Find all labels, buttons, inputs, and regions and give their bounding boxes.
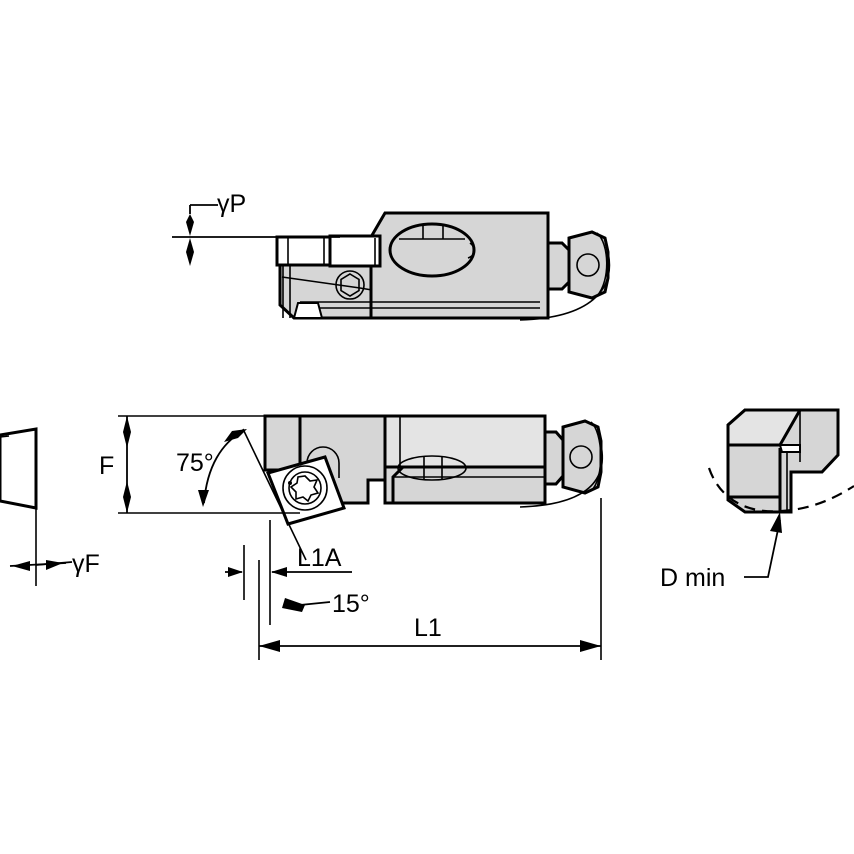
insert-end-view: γF <box>0 427 100 586</box>
side-view-seat-arc <box>306 446 340 464</box>
gamma-p-arrow-up <box>186 238 194 266</box>
dimension-15-degree: 15° <box>282 590 370 618</box>
side-view-lead-edge-line <box>242 428 307 561</box>
gamma-f-label: γF <box>72 550 100 578</box>
gamma-f-base-line <box>9 562 67 567</box>
d-min-callout: D min <box>660 512 782 592</box>
gamma-f-callout: γF <box>9 550 100 578</box>
side-view-insert-edge <box>324 456 345 509</box>
side-view-torx-screw-inner <box>288 471 322 505</box>
l1a-label: L1A <box>297 544 342 572</box>
l1a-arrow-left <box>228 567 243 577</box>
dimension-f: F <box>99 415 300 514</box>
side-view-sweep-arc <box>519 444 604 508</box>
angle-75-label: 75° <box>176 449 214 477</box>
angle-15-arrow <box>282 598 305 612</box>
top-view-insert-pocket <box>275 235 332 267</box>
d-min-detail-view: D min <box>660 408 854 592</box>
top-view-clamp-slope <box>281 276 373 291</box>
f-arrow-top <box>123 416 131 448</box>
side-view-torx-screw-outer <box>282 465 328 511</box>
side-view-neck <box>543 430 565 486</box>
side-view-torx-star <box>289 475 320 503</box>
angle-75-arrow-bottom <box>198 490 209 507</box>
side-view-clamp-head-hole <box>569 445 593 469</box>
top-view-hex-screw-hex <box>340 273 360 297</box>
dimension-75-degree: 75° <box>176 429 247 507</box>
top-view-clamp-head-hole <box>576 253 600 277</box>
top-view-sweep-arc <box>519 251 611 321</box>
top-view-insert-face <box>328 234 382 268</box>
l1-label: L1 <box>414 614 442 642</box>
f-label: F <box>99 452 114 480</box>
angle-75-arrow-top <box>224 429 247 442</box>
d-min-chamfer-face <box>726 408 803 447</box>
d-min-leader-arrow <box>770 512 782 533</box>
insert-end-shape <box>0 427 38 510</box>
side-view: F 75° 15° L1A <box>99 414 604 660</box>
angle-15-leader <box>299 601 331 606</box>
d-min-cutting-notch <box>778 444 801 453</box>
d-min-bottom-face <box>726 495 782 514</box>
top-view-neck <box>546 241 571 291</box>
d-min-label: D min <box>660 564 725 592</box>
top-view-bore-hook <box>467 242 476 259</box>
f-arrow-bottom <box>123 481 131 513</box>
top-view: γP <box>172 190 611 321</box>
side-view-torx-dot <box>288 481 292 485</box>
d-min-bore-arc <box>707 467 854 513</box>
top-view-hex-screw-outer <box>335 270 365 300</box>
side-view-head-pocket <box>263 414 302 472</box>
l1a-arrow-right <box>271 567 287 577</box>
side-view-coolant-slot <box>397 455 467 481</box>
insert-end-chamfer <box>0 435 10 438</box>
l1-arrow-right <box>580 640 601 652</box>
top-view-bottom-notch <box>292 302 324 319</box>
side-view-clamp-head-arc <box>590 421 602 492</box>
angle-15-label: 15° <box>332 590 370 618</box>
l1-arrow-left <box>259 640 280 652</box>
dimension-l1: L1 <box>258 498 602 660</box>
d-min-leader-line <box>744 519 781 578</box>
side-view-clamp-head <box>561 419 603 495</box>
gamma-p-callout: γP <box>172 190 340 266</box>
gamma-p-arrow-down <box>186 214 194 236</box>
gamma-p-label: γP <box>217 190 246 218</box>
dimension-l1a: L1A <box>225 544 352 600</box>
